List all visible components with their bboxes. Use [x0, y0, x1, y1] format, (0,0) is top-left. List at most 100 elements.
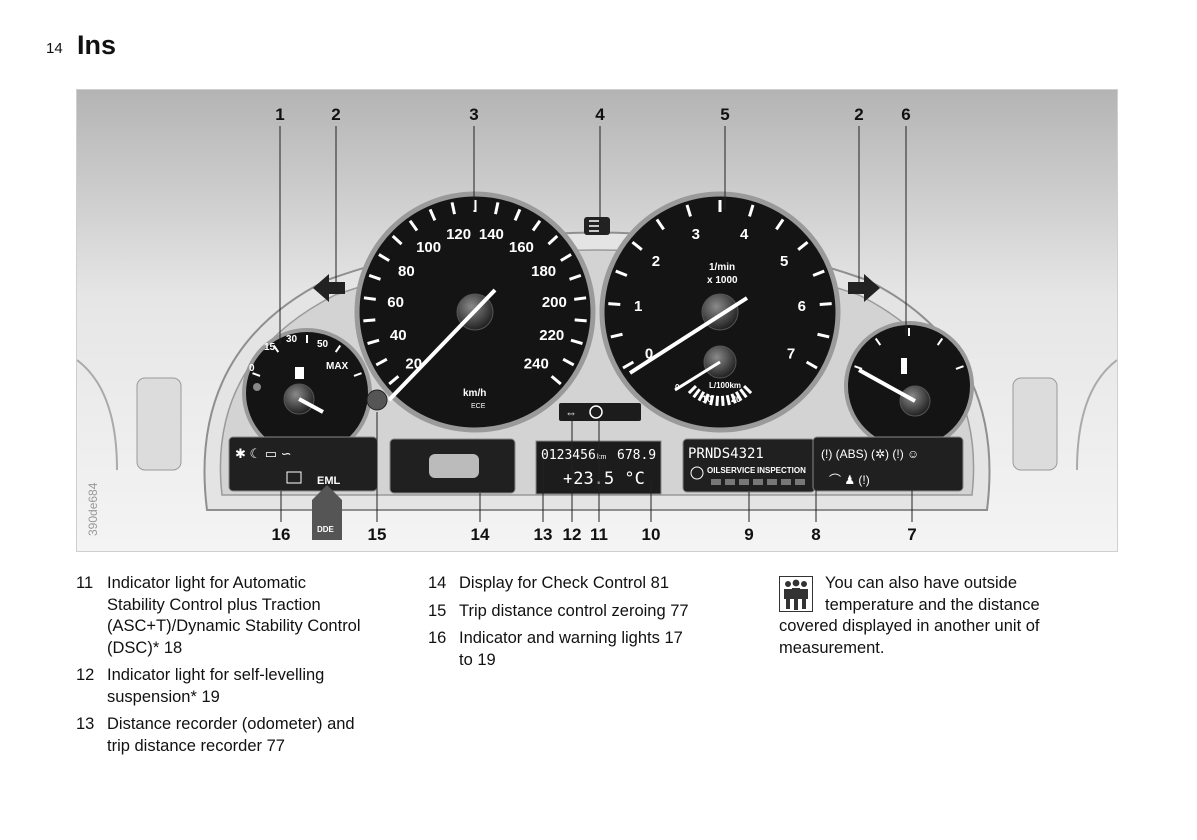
speedo-tick — [574, 296, 587, 301]
tacho-tick — [775, 218, 785, 231]
econ-tick — [709, 394, 715, 406]
speedo-tick — [570, 338, 583, 345]
speedo-tick — [375, 357, 388, 367]
speedo-tick — [368, 273, 381, 281]
tacho-tick — [610, 332, 623, 339]
speedo-label: 60 — [387, 294, 404, 311]
service-led — [781, 479, 791, 485]
coolant-tick — [955, 365, 964, 370]
speedo-tick — [569, 273, 582, 281]
speedo-tick — [378, 253, 390, 262]
tacho-label: 1 — [634, 298, 642, 315]
fuel-tick — [252, 372, 261, 377]
speedo-label: 220 — [539, 327, 564, 344]
econ-unit: L/100km — [709, 381, 741, 390]
eml-label: EML — [317, 475, 341, 487]
callout-top-2: 2 — [854, 105, 863, 124]
tacho-tick — [812, 269, 825, 277]
speedo-tick — [367, 338, 380, 345]
outside-temperature: +23.5 °C — [563, 469, 645, 489]
tacho-unit-2: x 1000 — [707, 275, 738, 286]
econ-tick — [742, 384, 753, 395]
turn-right-arrow-icon — [848, 274, 880, 302]
speedo-label: 120 — [446, 226, 471, 243]
callout-bottom-13: 13 — [534, 525, 553, 544]
tacho-label: 7 — [787, 345, 795, 362]
coolant-temp-icon — [901, 358, 907, 374]
econ-tick — [725, 394, 731, 406]
tacho-tick — [622, 360, 635, 370]
svg-text:⌒ ♟ (!): ⌒ ♟ (!) — [829, 473, 870, 487]
speedo-tick — [560, 253, 572, 262]
speedo-tick — [574, 318, 587, 323]
service-led — [739, 479, 749, 485]
note-line-3: covered displayed in another unit of — [779, 617, 1040, 635]
fuel-label-15: 15 — [264, 342, 276, 353]
speedo-tick — [513, 208, 522, 221]
inspection-label: INSPECTION — [757, 466, 806, 475]
callout-top-1: 1 — [275, 105, 284, 124]
speedo-unit: km/h — [463, 388, 486, 399]
tacho-label: 4 — [740, 226, 749, 243]
fuel-tick — [353, 372, 362, 377]
people-note-icon — [779, 576, 813, 612]
callout-top-3: 3 — [469, 105, 478, 124]
coolant-tick — [854, 365, 863, 370]
page-number: 14 — [46, 40, 63, 57]
callout-bottom-14: 14 — [471, 525, 490, 544]
coolant-tick — [936, 337, 944, 346]
tacho-tick — [685, 204, 692, 217]
econ-tick — [692, 388, 701, 399]
speedo-tick — [494, 202, 500, 215]
callout-top-5: 5 — [720, 105, 729, 124]
odometer-value: 0123456 — [541, 448, 596, 463]
tacho-tick — [805, 360, 818, 370]
tacho-tick — [748, 204, 755, 217]
fuel-label-50: 50 — [317, 339, 329, 350]
note-line-2: temperature and the distance — [825, 595, 1040, 614]
speedo-tick — [408, 219, 419, 232]
econ-tick — [720, 395, 725, 406]
econ-tick — [730, 393, 737, 404]
fuel-pump-icon — [295, 367, 304, 379]
oil-service-label: OILSERVICE — [707, 466, 756, 475]
callout-bottom-8: 8 — [811, 525, 820, 544]
tacho-tick — [615, 269, 628, 277]
econ-label-0: 0 — [675, 383, 680, 392]
service-clock-icon — [690, 466, 704, 480]
speedo-tick — [391, 234, 403, 246]
page-title: Ins — [77, 30, 117, 60]
car-top-view-icon — [429, 454, 479, 478]
service-led — [711, 479, 721, 485]
legend-column-2: 14 Display for Check Control 81 15 Trip … — [428, 573, 758, 677]
service-led — [753, 479, 763, 485]
tacho-label: 0 — [645, 345, 653, 362]
speedo-tick — [363, 296, 376, 301]
econ-tick — [687, 384, 698, 395]
coolant-gauge — [844, 321, 974, 451]
legend-item-11: 11 Indicator light for Automatic Stabili… — [76, 574, 361, 657]
figure-code: 390de684 — [86, 482, 100, 536]
fuel-label-0: 0 — [249, 363, 255, 374]
callout-bottom-15: 15 — [368, 525, 387, 544]
speedo-label: 200 — [542, 294, 567, 311]
left-vent — [136, 377, 182, 471]
asc-levelling-indicator-strip — [559, 403, 641, 421]
econ-tick — [703, 393, 710, 404]
callout-bottom-9: 9 — [744, 525, 753, 544]
speedo-sub: ECE — [471, 403, 486, 410]
speedo-label: 40 — [390, 327, 407, 344]
tacho-label: 3 — [692, 226, 700, 243]
coolant-tick — [874, 337, 882, 346]
tacho-label: 2 — [652, 253, 660, 270]
right-vent — [1012, 377, 1058, 471]
dde-label: DDE — [317, 525, 335, 534]
tacho-tick — [817, 332, 830, 339]
fuel-label-max: MAX — [326, 361, 349, 372]
legend-item-16: 16 Indicator and warning lights 17 to 19 — [428, 629, 683, 669]
econ-tick — [734, 391, 743, 402]
